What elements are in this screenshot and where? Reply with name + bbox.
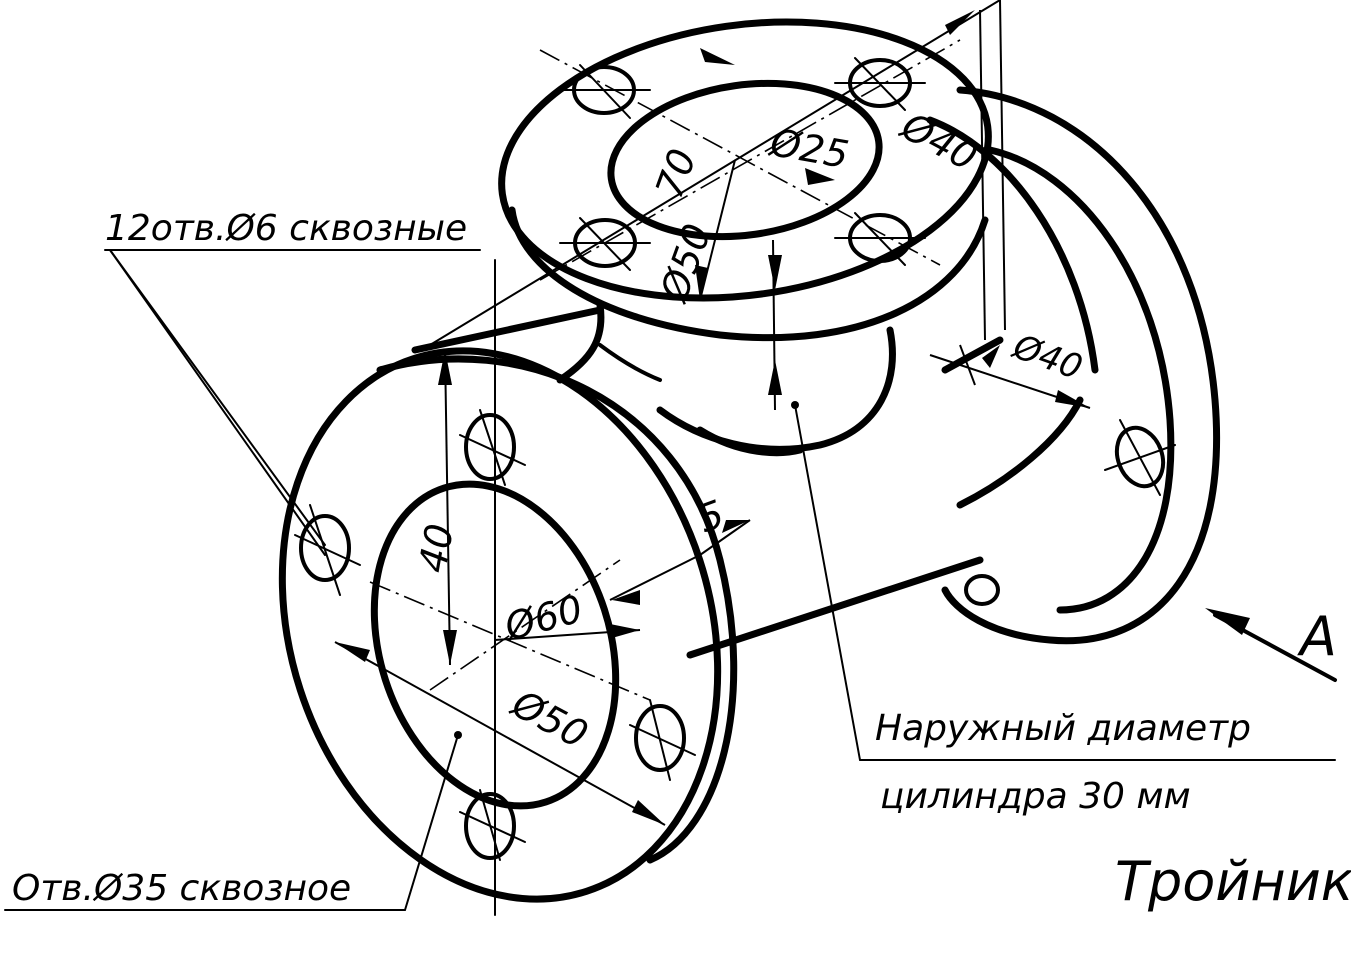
dim-front-d50: Ø50 [503,681,595,758]
outer-diameter-note-line1: Наружный диаметр [875,708,1251,749]
holes-note: 12отв.Ø6 сквозные [105,208,467,249]
main-body [411,306,1084,659]
front-hole-1 [464,413,516,481]
dim-right-d40: Ø40 [1006,326,1087,388]
dimension-lines [334,0,1091,826]
dim-top-d25: Ø25 [765,120,852,177]
front-hole-3 [634,704,686,772]
top-bore [607,79,883,241]
right-flange-hole-bottom [964,574,1000,606]
dimension-arrows [335,10,1090,825]
top-flange [498,18,992,342]
branch-neck [556,301,896,457]
front-hole-4 [464,792,516,860]
front-bore [370,480,620,810]
leader-dot-cylinder [791,401,799,409]
outer-diameter-note-line2: цилиндра 30 мм [880,776,1191,817]
view-label-a: A [1297,605,1337,668]
dim-top-d40: Ø40 [893,103,985,180]
dim-front-40: 40 [410,521,462,576]
bore-note: Отв.Ø35 сквозное [12,868,351,909]
dim-flange-5: 5 [692,492,730,542]
drawing-title: Тройник [1115,850,1351,913]
front-hole-2 [299,514,351,582]
right-flange [926,86,1221,645]
dim-front-d60: Ø60 [498,587,587,650]
front-flange [278,259,738,916]
leader-dot-bore [454,731,462,739]
dim-top-70: 70 [647,143,705,203]
leader-lines [4,249,1337,911]
